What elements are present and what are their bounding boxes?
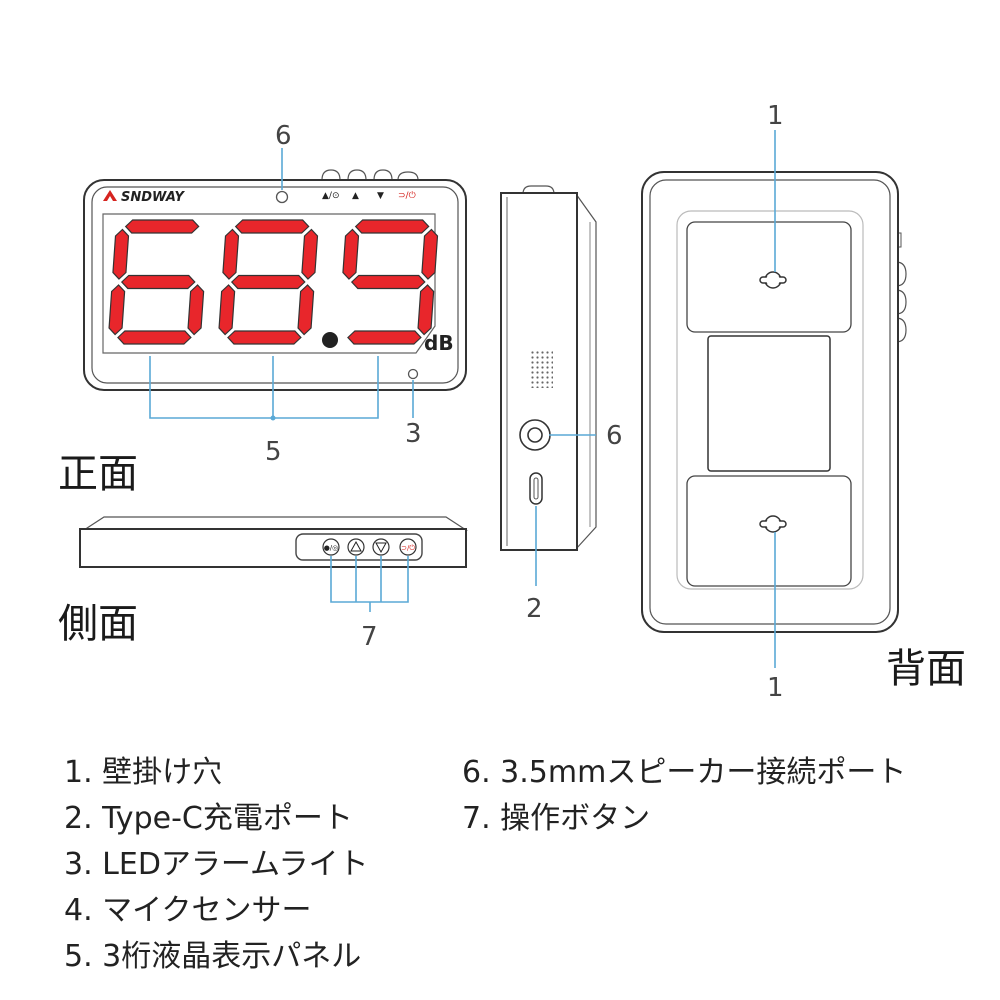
- segment-a: [354, 219, 430, 234]
- back-battery-cover: [707, 335, 831, 472]
- brand-logo: SNDWAY: [103, 190, 185, 205]
- seven-segment-display: [108, 219, 439, 348]
- digit-0: [108, 219, 205, 345]
- legend-item: 4. マイクセンサー: [64, 893, 312, 928]
- callout-4: 6: [275, 121, 292, 151]
- speaker-grille-icon: [529, 350, 553, 388]
- side-button-power[interactable]: ⊃/⏻: [399, 538, 417, 556]
- segment-d: [227, 330, 302, 345]
- edge-callout-lines: [535, 434, 596, 586]
- edge-view: [500, 185, 597, 551]
- led-alarm-icon: [407, 368, 419, 380]
- front-callout-lines: [149, 148, 414, 421]
- segment-d: [117, 330, 192, 345]
- segment-g: [120, 274, 196, 290]
- wall-hook-hole-top-icon: [759, 271, 787, 289]
- callout-7: 7: [361, 622, 378, 652]
- side-button-up[interactable]: [347, 538, 365, 556]
- side-button-1[interactable]: ●/◎: [322, 538, 340, 556]
- callout-2: 2: [526, 594, 543, 624]
- side-view: ●/◎ ⊃/⏻: [79, 516, 469, 568]
- digit-2: [342, 219, 439, 345]
- front-button-label-2: ▲: [352, 191, 359, 201]
- segment-e: [108, 284, 126, 336]
- svg-text:●/◎: ●/◎: [324, 544, 339, 552]
- callout-1-top: 1: [767, 101, 784, 131]
- segment-d: [347, 330, 422, 345]
- edge-bevel: [575, 192, 597, 551]
- legend-item: 1. 壁掛け穴: [64, 755, 222, 790]
- segment-c: [417, 284, 435, 336]
- segment-e: [218, 284, 236, 336]
- legend-item: 6. 3.5mmスピーカー接続ポート: [462, 755, 906, 790]
- segment-c: [187, 284, 205, 336]
- segment-a: [124, 219, 200, 234]
- legend: 1. 壁掛け穴 2. Type-C充電ポート 3. LEDアラームライト 4. …: [64, 755, 906, 974]
- callout-3: 3: [405, 419, 422, 449]
- front-top-buttons: [321, 169, 419, 181]
- segment-b: [301, 228, 319, 280]
- side-button-down[interactable]: [372, 538, 390, 556]
- callout-5: 5: [265, 437, 282, 467]
- unit-label: dB: [424, 331, 454, 355]
- segment-f: [112, 228, 130, 280]
- brand-text: SNDWAY: [121, 190, 185, 205]
- wall-hook-hole-bottom-icon: [759, 515, 787, 533]
- legend-item: 7. 操作ボタン: [462, 801, 650, 836]
- legend-item: 5. 3桁液晶表示パネル: [64, 939, 361, 974]
- side-callout-lines: [330, 556, 409, 612]
- legend-item: 2. Type-C充電ポート: [64, 801, 353, 836]
- view-label-side: 側面: [58, 601, 138, 647]
- front-button-label-4: ⊃/⏻: [398, 190, 416, 201]
- segment-a: [234, 219, 310, 234]
- front-view: SNDWAY ▲/⊙ ▲ ▼ ⊃/⏻ dB: [83, 169, 467, 391]
- legend-item: 3. LEDアラームライト: [64, 847, 369, 882]
- svg-text:⊃/⏻: ⊃/⏻: [401, 544, 415, 552]
- mic-sensor-icon: [275, 190, 289, 204]
- callout-1-bottom: 1: [767, 673, 784, 703]
- segment-f: [222, 228, 240, 280]
- front-button-label-1: ▲/⊙: [322, 191, 340, 201]
- view-label-front: 正面: [58, 451, 138, 497]
- digit-1: [218, 219, 319, 345]
- decimal-point: [322, 332, 338, 348]
- callout-6: 6: [606, 421, 623, 451]
- segment-c: [297, 284, 315, 336]
- view-label-back: 背面: [886, 646, 966, 692]
- segment-b: [421, 228, 439, 280]
- segment-f: [342, 228, 360, 280]
- segment-g: [350, 274, 426, 290]
- front-button-label-3: ▼: [377, 191, 384, 201]
- segment-g: [230, 274, 306, 290]
- back-view: [641, 171, 907, 633]
